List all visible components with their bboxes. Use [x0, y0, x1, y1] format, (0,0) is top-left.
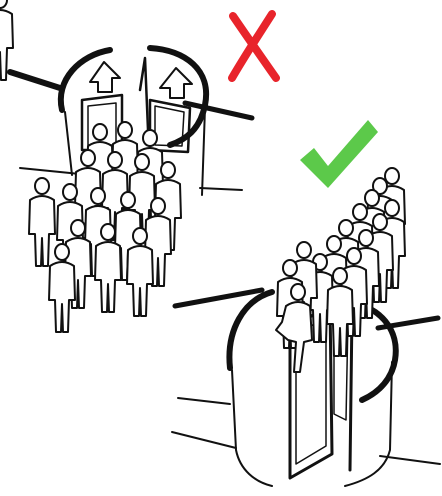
front-walker: [275, 283, 313, 373]
x-mark-icon: [228, 10, 280, 82]
check-mark-icon: [300, 120, 378, 188]
wrong-scene: [7, 45, 255, 196]
wrong-crowd: [0, 0, 182, 333]
